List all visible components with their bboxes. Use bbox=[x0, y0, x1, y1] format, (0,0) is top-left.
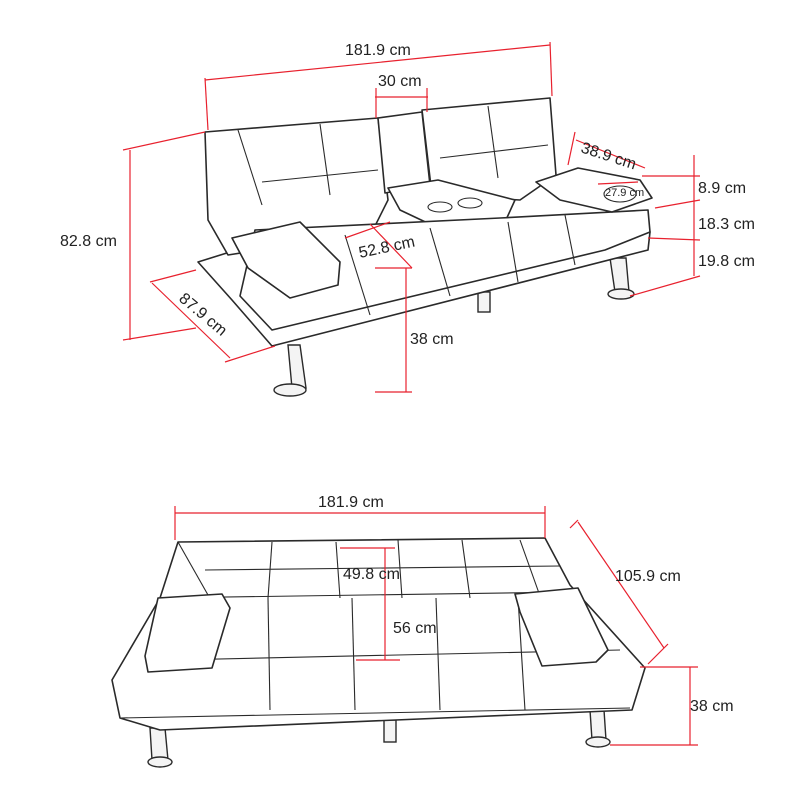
upright-cushion-thickness-label: 18.3 cm bbox=[698, 216, 755, 233]
sofa-bed-illustration bbox=[111, 537, 646, 768]
upright-armrest-height-label: 8.9 cm bbox=[698, 180, 746, 197]
upright-width-label: 181.9 cm bbox=[345, 42, 411, 59]
bed-gap-label: 49.8 cm bbox=[343, 566, 400, 583]
upright-base-height-label: 19.8 cm bbox=[698, 253, 755, 270]
bed-dimension-labels: 181.9 cm 105.9 cm 49.8 cm 56 cm 38 cm bbox=[318, 494, 734, 715]
bed-section-label: 56 cm bbox=[393, 620, 437, 637]
upright-console-width-label: 30 cm bbox=[378, 73, 422, 90]
bed-width-label: 181.9 cm bbox=[318, 494, 384, 511]
upright-height-label: 82.8 cm bbox=[60, 233, 117, 250]
upright-seat-height-label: 38 cm bbox=[410, 331, 454, 348]
bed-depth-label: 105.9 cm bbox=[615, 568, 681, 585]
upright-armrest-length-label: 38.9 cm bbox=[579, 140, 638, 174]
bed-height-label: 38 cm bbox=[690, 698, 734, 715]
sofa-upright-illustration bbox=[197, 97, 653, 397]
upright-dimension-lines bbox=[122, 41, 701, 393]
bed-dimension-lines bbox=[174, 506, 698, 746]
upright-armrest-width-label: 27.9 cm bbox=[605, 187, 644, 199]
